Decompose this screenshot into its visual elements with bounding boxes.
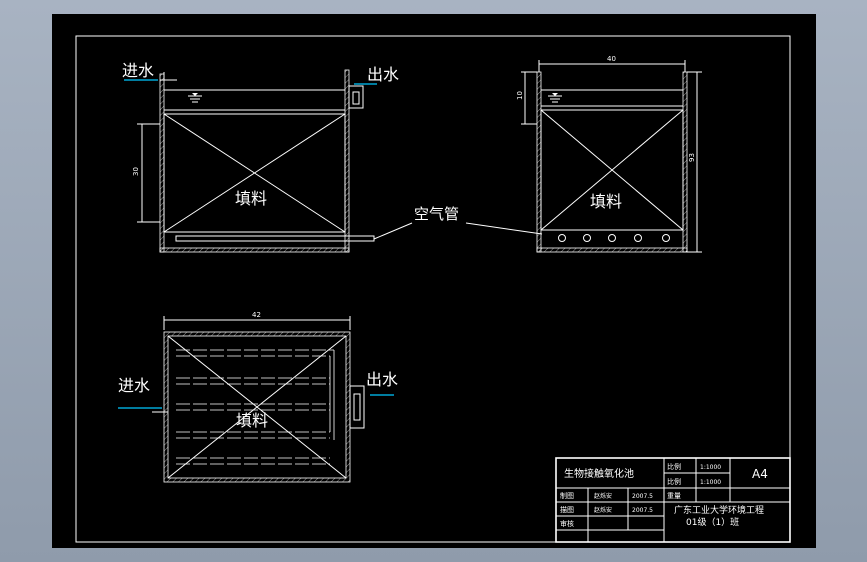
weight-label: 重量 bbox=[667, 492, 681, 500]
scale-value-2: 1:1000 bbox=[700, 479, 721, 486]
scale-label-1: 比例 bbox=[667, 462, 681, 471]
filler-box-side bbox=[163, 113, 346, 233]
outlet-box-plan bbox=[349, 385, 365, 429]
air-pipe-side bbox=[175, 235, 375, 242]
inlet-label-side: 进水 bbox=[122, 61, 154, 80]
sheet-size: A4 bbox=[752, 467, 768, 481]
title-block: 生物接触氧化池 比例 1:1000 比例 1:1000 A4 重量 制图 赵烁安… bbox=[555, 457, 791, 543]
scale-value-1: 1:1000 bbox=[700, 464, 721, 471]
air-pipe-label: 空气管 bbox=[414, 205, 459, 223]
cad-drawing-canvas: 30 进水 出水 填料 空气管 bbox=[52, 14, 816, 548]
drawn-date: 2007.5 bbox=[632, 493, 653, 500]
dim-front-width: 40 bbox=[607, 55, 616, 63]
water-level-symbol bbox=[188, 93, 202, 103]
school-line-2: 01级（1）班 bbox=[686, 516, 739, 528]
filler-box-front bbox=[540, 109, 684, 231]
dim-front-top: 10 bbox=[516, 91, 524, 100]
review-label: 审核 bbox=[560, 519, 574, 528]
front-section-view: 40 10 93 填料 bbox=[516, 55, 702, 253]
drawing-svg: 30 进水 出水 填料 空气管 bbox=[75, 35, 791, 543]
drawn-label: 制图 bbox=[560, 491, 574, 500]
drawn-name: 赵烁安 bbox=[594, 492, 612, 500]
water-level-symbol-front bbox=[548, 93, 562, 103]
dim-front-height: 93 bbox=[688, 153, 696, 162]
filler-label-plan: 填料 bbox=[236, 411, 268, 430]
traced-date: 2007.5 bbox=[632, 507, 653, 514]
filler-label-front: 填料 bbox=[590, 192, 622, 211]
filler-label-side: 填料 bbox=[235, 189, 267, 208]
inlet-label-plan: 进水 bbox=[118, 376, 150, 395]
scale-label-2: 比例 bbox=[667, 477, 681, 486]
side-section-view: 30 进水 出水 填料 bbox=[122, 61, 399, 253]
traced-label: 描图 bbox=[560, 505, 574, 514]
school-line-1: 广东工业大学环境工程 bbox=[674, 504, 764, 516]
plan-view: 42 进水 出水 填料 bbox=[118, 311, 398, 483]
drawing-name: 生物接触氧化池 bbox=[564, 467, 634, 480]
dim-side-depth: 30 bbox=[132, 167, 140, 176]
outlet-label-plan: 出水 bbox=[366, 370, 398, 389]
outlet-box-side bbox=[348, 85, 364, 109]
outlet-label-side: 出水 bbox=[367, 65, 399, 84]
traced-name: 赵烁安 bbox=[594, 506, 612, 514]
drawing-frame bbox=[75, 35, 791, 543]
air-pipe-callout: 空气管 bbox=[373, 205, 543, 240]
air-pipe-circles bbox=[558, 234, 670, 242]
dim-plan-width: 42 bbox=[252, 311, 261, 319]
